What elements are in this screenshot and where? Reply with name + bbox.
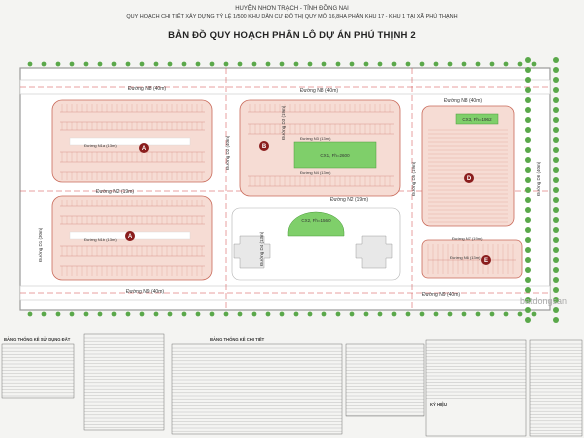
- road-label-n8-mid: Đường N8 (40m): [300, 88, 338, 94]
- park-cx2: [287, 211, 345, 237]
- road-label-n1b: Đường N1b (13m): [84, 237, 117, 242]
- block-label-b: B: [262, 144, 267, 150]
- block-b: [239, 99, 401, 197]
- tree-row: [27, 57, 559, 323]
- road-label-d2: Đường D2 (40m): [225, 135, 230, 170]
- park-label-cx1: CX1, Fh=2600: [320, 153, 350, 158]
- road-label-n3: Đường N3 (13m): [300, 136, 331, 141]
- road-label-d3: Đường D3 (19m): [281, 105, 286, 140]
- watermark: batdongsan: [520, 296, 568, 306]
- park-label-cx2: CX2, Fh=1560: [301, 218, 331, 223]
- header-district: HUYỆN NHƠN TRẠCH - TỈNH ĐỒNG NAI: [235, 6, 349, 12]
- road-label-n7: Đường N7 (19m): [452, 236, 483, 241]
- block-label-a: A: [142, 146, 147, 152]
- road-label-d4: Đường D4 (13m): [259, 231, 264, 266]
- marker-a: [139, 143, 149, 153]
- block-label-d: D: [467, 176, 472, 182]
- marker-e: [481, 255, 491, 265]
- road-label-n2-left: Đường N2 (19m): [96, 189, 134, 195]
- table-detail: [171, 343, 343, 435]
- park-label-cx3: CX3, Fh=1962: [462, 117, 492, 122]
- road-label-n4: Đường N4 (13m): [300, 170, 331, 175]
- block-d: [421, 105, 515, 227]
- detail-title: BẢNG THỐNG KÊ CHI TIẾT: [210, 337, 265, 342]
- map-title: BẢN ĐỒ QUY HOẠCH PHÂN LÔ DỰ ÁN PHÚ THỊNH…: [168, 30, 416, 41]
- road-label-n1a: Đường N1a (13m): [84, 143, 117, 148]
- title-block: [529, 339, 583, 437]
- road-label-d1: Đường D1 (30m): [38, 227, 43, 262]
- legend-title: KÝ HIỆU: [430, 402, 447, 407]
- road-label-n9-left: Đường N9 (40m): [126, 289, 164, 295]
- table-legend: [425, 339, 527, 437]
- table-land-use: [1, 343, 75, 399]
- road-label-d6: Đường D6 (40m): [536, 161, 541, 196]
- marker-a2: [125, 231, 135, 241]
- bottom-tables: [1, 333, 583, 437]
- block-c: [231, 207, 401, 281]
- header-subtitle: QUY HOẠCH CHI TIẾT XÂY DỰNG TỶ LỆ 1/500 …: [126, 14, 458, 20]
- block-e: [421, 239, 523, 279]
- road-label-n8-right: Đường N8 (40m): [444, 98, 482, 104]
- road-label-n2-mid: Đường N2 (19m): [330, 197, 368, 203]
- block-label-a2: A: [128, 234, 133, 240]
- park-cx1: [293, 141, 377, 169]
- road-label-d5: Đường D5 (19m): [411, 161, 416, 196]
- land-use-title: BẢNG THỐNG KÊ SỬ DỤNG ĐẤT: [4, 337, 71, 342]
- block-markers: [125, 141, 491, 265]
- marker-b: [259, 141, 269, 151]
- road-label-n8-left: Đường N8 (40m): [128, 86, 166, 92]
- road-label-n9-right: Đường N9 (40m): [422, 292, 460, 298]
- road-label-n6: Đường N6 (13m): [450, 255, 481, 260]
- block-label-e: E: [484, 258, 488, 264]
- table-lot-stats: [83, 333, 165, 431]
- marker-d: [464, 173, 474, 183]
- park-cx3: [455, 113, 499, 125]
